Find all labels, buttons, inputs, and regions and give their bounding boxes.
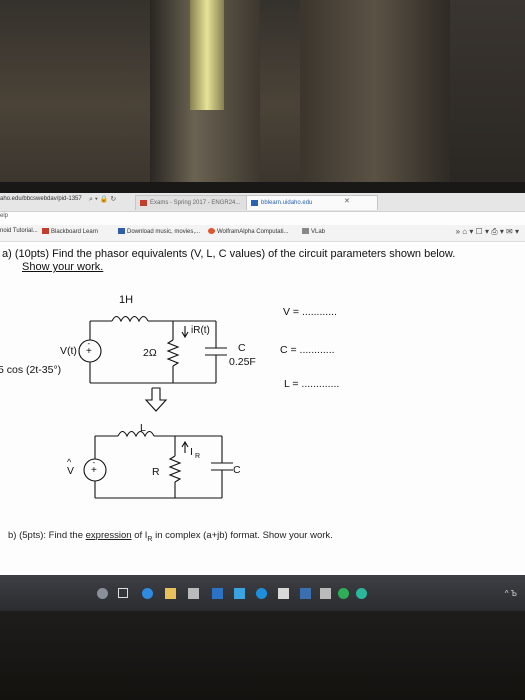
fav-blackboard-label: Blackboard Learn: [51, 229, 99, 235]
folder-icon[interactable]: [165, 588, 176, 599]
fav-tutorial-label: noid Tutorial...: [0, 228, 38, 234]
wall: [450, 0, 525, 190]
browser-tabbar: aho.edu/bbcswebdav/pid-1357 ⌕ ▾ 🔒 ↻ Exam…: [0, 193, 525, 212]
vlab-icon: [302, 228, 309, 234]
minus-sign: -: [88, 339, 91, 348]
app-icon[interactable]: [278, 588, 289, 599]
light-fixture: [190, 0, 224, 110]
fav-download[interactable]: Download music, movies,...: [118, 228, 200, 235]
bottom-resistor-label: R: [152, 466, 160, 478]
show-work-text: Show your work.: [22, 261, 104, 273]
minus-sign: -: [93, 458, 96, 467]
blackboard-icon: [42, 228, 49, 234]
top-circuit: [78, 315, 227, 384]
bottom-inductor-label: L: [140, 422, 146, 434]
room-background: [0, 0, 525, 190]
taskbar: ^ Ъ: [0, 575, 525, 611]
system-tray[interactable]: ^ Ъ: [504, 589, 517, 598]
fav-vlab-label: VLab: [311, 229, 326, 235]
top-source-expression: 5 cos (2t-35°): [0, 364, 61, 376]
top-cap-value: 0.25F: [229, 356, 256, 368]
monitor-bezel-bottom: [0, 611, 525, 700]
answer-v: V = ............: [283, 306, 337, 318]
task-view-icon[interactable]: [118, 588, 128, 598]
tab-exams-label: Exams - Spring 2017 - ENGR24...: [150, 200, 241, 206]
part-b-sub: R: [147, 535, 153, 543]
circuit-diagrams: + - 1H V(t) 5 cos (2t-35°) 2Ω iR(t) C 0.…: [0, 294, 339, 499]
question-part-b: b) (5pts): Find the expression of IR in …: [8, 530, 333, 543]
app-icon-2[interactable]: [300, 588, 311, 599]
top-current-label: iR(t): [191, 325, 210, 336]
top-inductor-label: 1H: [119, 294, 133, 306]
search-refresh-icon[interactable]: ⌕ ▾ 🔒 ↻: [89, 196, 117, 203]
fav-vlab[interactable]: VLab: [302, 228, 325, 235]
edge-icon[interactable]: [142, 588, 153, 599]
tab-bblearn-label: bblearn.uidaho.edu: [261, 200, 313, 206]
top-source-sign: + -: [86, 339, 92, 357]
favorites-bar: noid Tutorial... Blackboard Learn Downlo…: [0, 225, 525, 242]
app-icon-4[interactable]: [356, 588, 367, 599]
bottom-circuit: [83, 430, 233, 499]
part-b-link: expression: [85, 530, 132, 541]
edge-icon: [251, 200, 258, 206]
fav-blackboard[interactable]: Blackboard Learn: [42, 228, 98, 235]
bottom-source-label: V: [67, 465, 74, 477]
app-icon-3[interactable]: [320, 588, 331, 599]
fav-tutorial[interactable]: noid Tutorial...: [0, 228, 38, 234]
part-b-end: in complex (a+jb) format. Show your work…: [152, 530, 333, 541]
fav-wolfram[interactable]: WolframAlpha Computati...: [208, 228, 289, 235]
tab-bblearn[interactable]: bblearn.uidaho.edu: [246, 195, 378, 210]
toolbar-icons[interactable]: » ⌂ ▾ ☐ ▾ ⎙ ▾ ✉ ▾: [455, 227, 519, 236]
address-bar[interactable]: aho.edu/bbcswebdav/pid-1357: [0, 196, 82, 202]
download-icon: [118, 228, 125, 234]
answer-c: C = ............: [280, 344, 335, 356]
ie-icon[interactable]: [256, 588, 267, 599]
monitor-screen: aho.edu/bbcswebdav/pid-1357 ⌕ ▾ 🔒 ↻ Exam…: [0, 193, 525, 586]
top-resistor-label: 2Ω: [143, 347, 157, 359]
top-cap-letter: C: [238, 342, 246, 354]
fav-wolfram-label: WolframAlpha Computati...: [217, 229, 289, 235]
help-menu[interactable]: elp: [0, 213, 9, 219]
phasor-hat-icon: ^: [67, 457, 72, 467]
top-source-label: V(t): [60, 345, 77, 357]
chrome-icon[interactable]: [338, 588, 349, 599]
blackboard-icon: [140, 200, 147, 206]
part-b-prefix: b) (5pts): Find the: [8, 530, 86, 541]
bottom-current-sub: R: [195, 453, 200, 460]
wolfram-icon: [208, 228, 215, 234]
down-arrow-icon: [144, 387, 168, 412]
mail-icon[interactable]: [212, 588, 223, 599]
bottom-cap-label: C: [233, 464, 241, 476]
outlook-icon[interactable]: [234, 588, 245, 599]
bottom-source-sign: + -: [91, 458, 97, 476]
store-icon[interactable]: [188, 588, 199, 599]
fav-download-label: Download music, movies,...: [127, 229, 201, 235]
tab-exams[interactable]: Exams - Spring 2017 - ENGR24...: [135, 195, 252, 210]
monitor-bezel-top: [0, 182, 525, 194]
plus-sign: +: [86, 346, 92, 357]
plus-sign: +: [91, 465, 97, 476]
part-b-suffix: of I: [131, 530, 148, 541]
question-part-a: a) (10pts) Find the phasor equivalents (…: [2, 248, 456, 260]
bottom-current-label: I: [190, 446, 193, 458]
search-icon[interactable]: [97, 588, 108, 599]
close-icon[interactable]: ✕: [344, 198, 350, 205]
door-panel: [300, 0, 450, 190]
answer-l: L = .............: [284, 378, 339, 390]
